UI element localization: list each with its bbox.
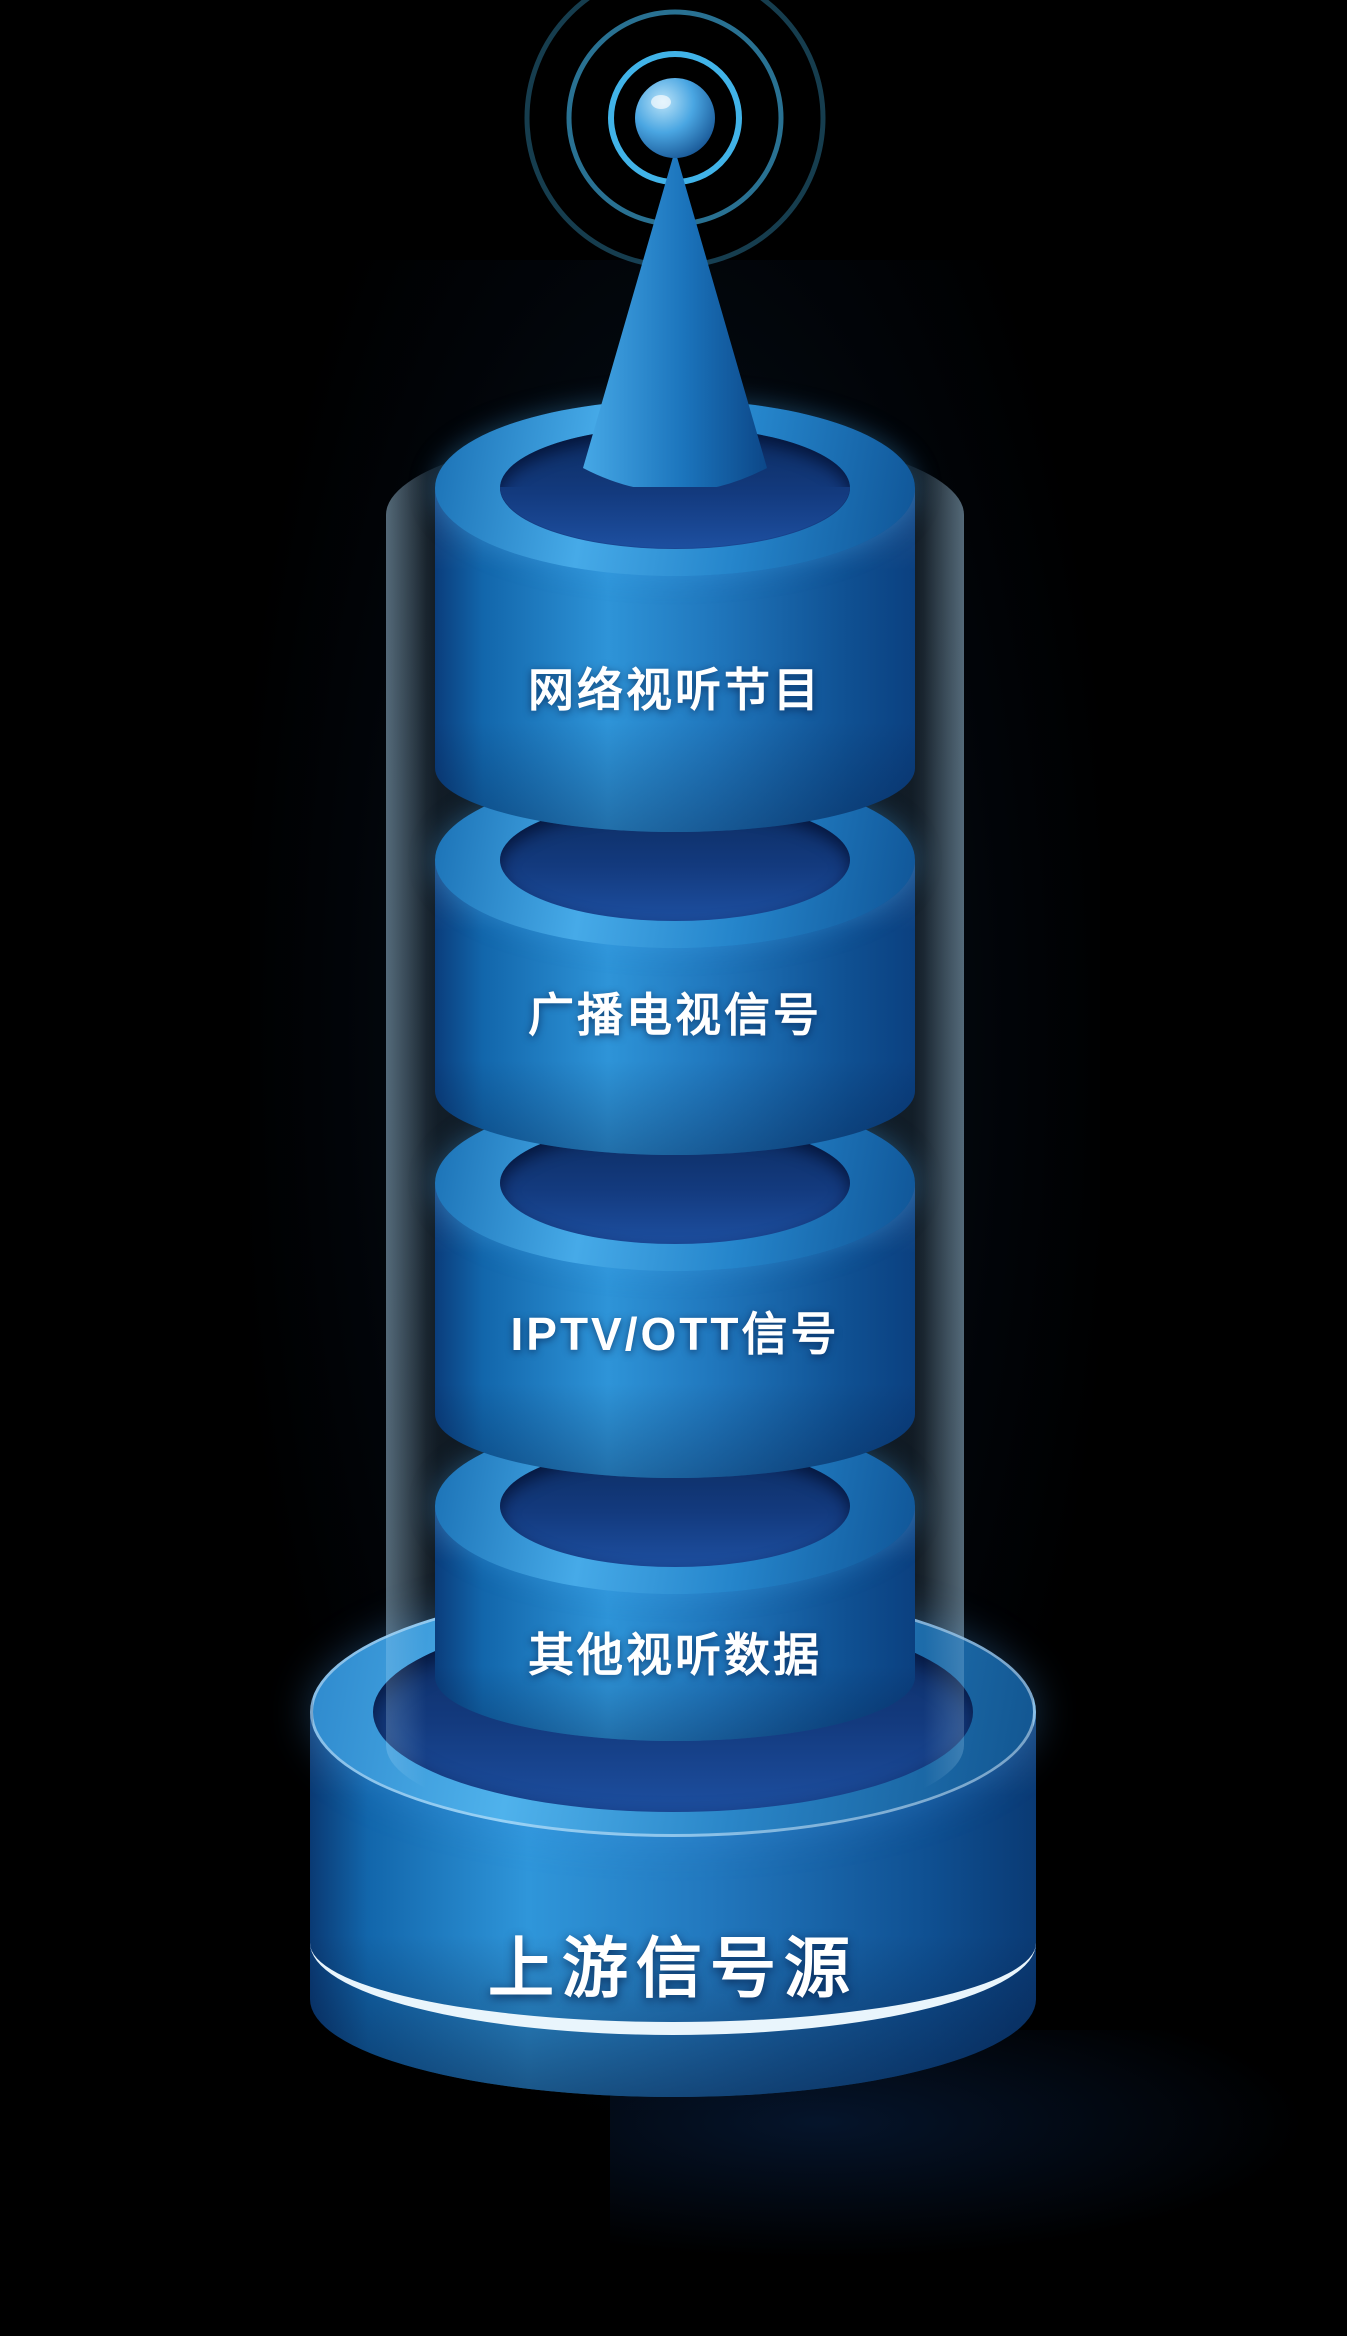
antenna-ball-highlight <box>651 95 671 109</box>
section-label: 其他视听数据 <box>528 1629 822 1681</box>
section-label: 网络视听节目 <box>528 664 822 716</box>
antenna-icon <box>524 0 826 492</box>
base-label: 上游信号源 <box>488 1931 858 2005</box>
section-label: 广播电视信号 <box>528 989 822 1041</box>
antenna-ball <box>635 78 715 158</box>
section-label: IPTV/OTT信号 <box>510 1308 840 1360</box>
antenna-cone <box>583 150 767 492</box>
